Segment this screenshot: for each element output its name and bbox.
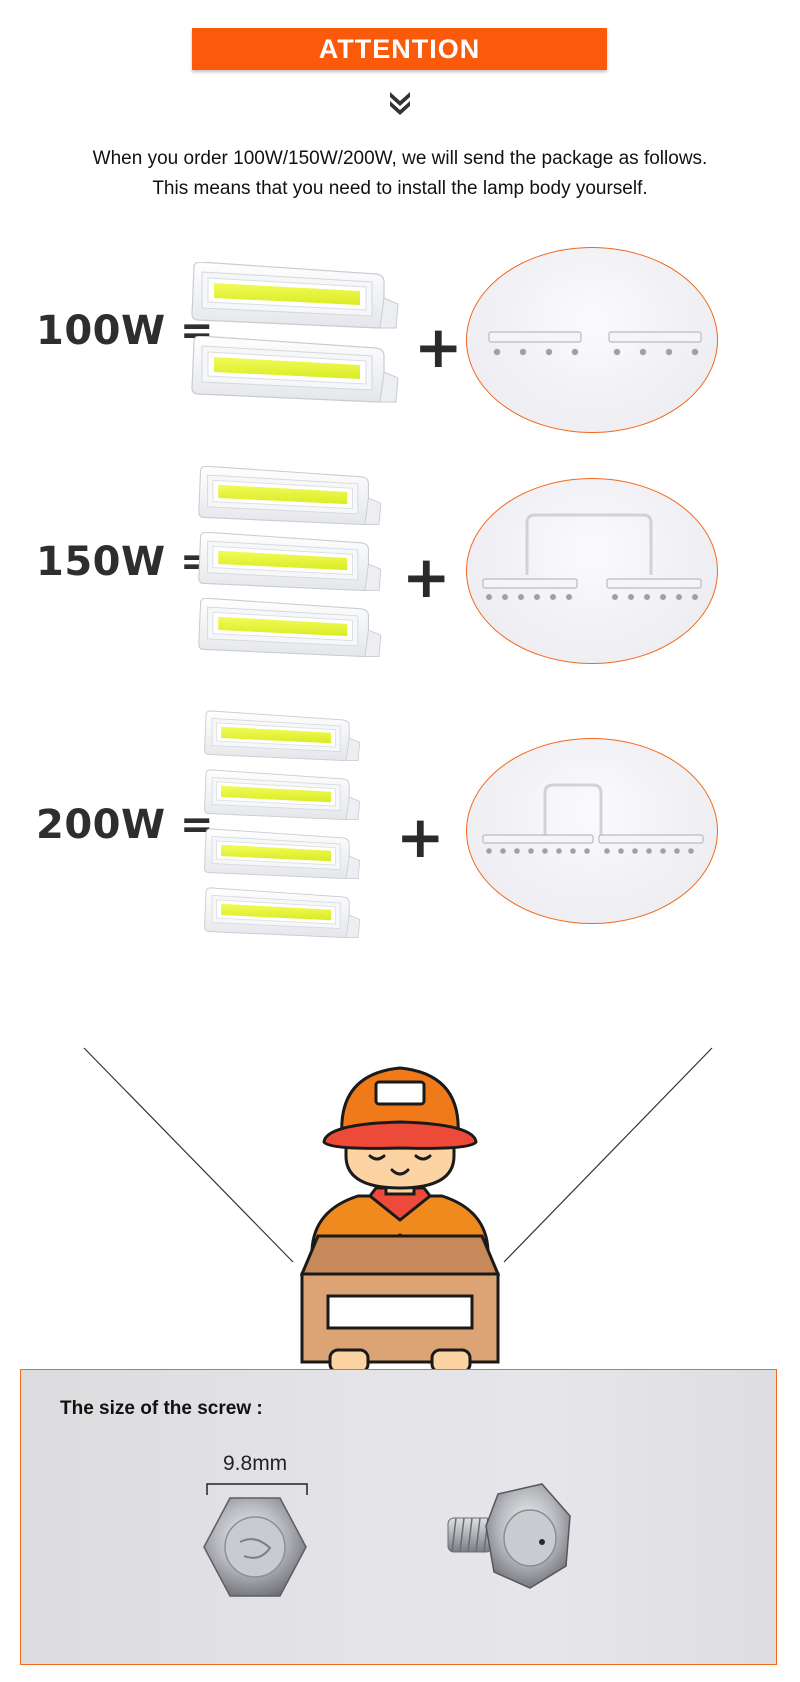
hex-screw-side-photo [447, 1483, 571, 1589]
lamp-body-1 [191, 262, 399, 329]
screw-size-panel [20, 1369, 777, 1665]
accessory-ellipse-150w [466, 478, 718, 664]
lamp-body-2 [204, 769, 361, 821]
screw-measurement-label: 9.8mm [223, 1452, 288, 1475]
attention-title: ATTENTION [318, 33, 481, 64]
mounting-brackets-image [488, 331, 702, 356]
lamp-body-2 [198, 532, 382, 592]
intro-line-1: When you order 100W/150W/200W, we will s… [92, 148, 708, 169]
lamp-body-1 [198, 466, 382, 526]
delivery-worker-illustration [300, 1066, 500, 1374]
intro-line-2: This means that you need to install the … [152, 178, 648, 199]
lamp-body-3 [198, 598, 382, 658]
attention-banner: ATTENTION [192, 28, 607, 70]
hex-screw-front-photo [203, 1497, 307, 1597]
perspective-lines [83, 1047, 713, 1263]
plus-sign-150w: + [402, 543, 451, 611]
measurement-bracket [206, 1483, 308, 1495]
option-label-100w: 100W = [36, 308, 215, 354]
accessory-ellipse-200w [466, 738, 718, 924]
lamp-body-4 [204, 887, 361, 939]
plus-sign-200w: + [396, 803, 445, 871]
screw-size-title: The size of the screw : [60, 1398, 263, 1419]
mounting-brackets-image [482, 783, 704, 854]
option-label-200w: 200W = [36, 802, 215, 848]
plus-sign-100w: + [414, 313, 463, 381]
accessory-ellipse-100w [466, 247, 718, 433]
chevron-down-icon [390, 92, 410, 115]
lamp-body-2 [191, 336, 399, 403]
option-label-150w: 150W = [36, 539, 215, 585]
lamp-body-1 [204, 710, 361, 762]
lamp-body-3 [204, 828, 361, 880]
mounting-brackets-image [482, 513, 702, 600]
